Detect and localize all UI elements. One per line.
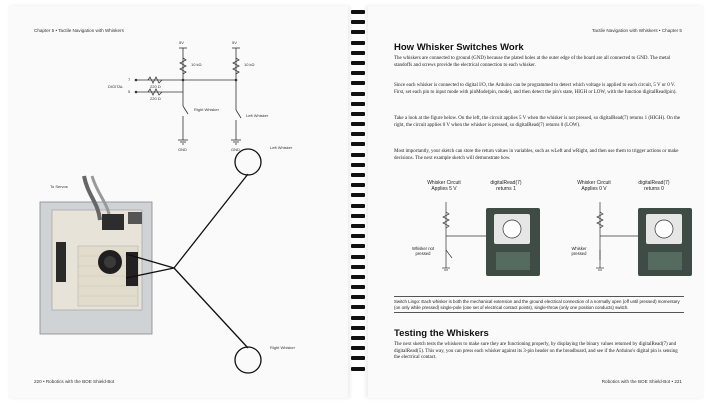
schematic-left-whisker: Left Whisker — [246, 113, 269, 118]
right-page-footer: Robotics with the BOE Shield-Bot • 221 — [601, 379, 682, 384]
fig-left-read: digitalRead(7) returns 1 — [490, 180, 522, 192]
fig-left-title: Whisker Circuit Applies 5 V — [427, 180, 461, 192]
paragraph-4: Most importantly, your sketch can store … — [394, 149, 679, 161]
paragraph-5: The next sketch tests the whiskers to ma… — [394, 342, 678, 361]
schematic-digital-label: DIGITAL — [108, 84, 124, 89]
schematic-220-b: 220 Ω — [150, 96, 161, 101]
whisker-schematic — [134, 47, 242, 145]
left-page-header: Chapter 5 • Tactile Navigation with Whis… — [34, 28, 124, 33]
schematic-10k-left: 10 kΩ — [191, 62, 202, 67]
schematic-gnd-left: GND — [178, 147, 187, 152]
photo-to-servos: To Servos — [50, 184, 68, 189]
paragraph-2: Since each whisker is connected to digit… — [394, 83, 677, 95]
heading-testing-the-whiskers: Testing the Whiskers — [394, 328, 489, 339]
schematic-right-whisker: Right Whisker — [194, 107, 219, 112]
schematic-10k-right: 10 kΩ — [244, 62, 255, 67]
schematic-pin7: 7 — [128, 77, 131, 82]
schematic-220-a: 220 Ω — [150, 84, 161, 89]
photo-left-whisker: Left Whisker — [270, 145, 293, 150]
shield-bot-photo — [39, 148, 262, 374]
spiral-binding — [351, 10, 365, 396]
photo-right-whisker: Right Whisker — [270, 345, 295, 350]
right-page-header: Tactile Navigation with Whiskers • Chapt… — [592, 28, 682, 33]
schematic-5v-left: 5V — [179, 40, 184, 45]
fig-right-title: Whisker Circuit Applies 0 V — [577, 180, 611, 192]
fig-right-read: digitalRead(7) returns 0 — [638, 180, 670, 192]
schematic-gnd-right: GND — [231, 147, 240, 152]
fig-whisker-pressed: Whisker pressed — [571, 246, 587, 256]
whisker-circuit-figure — [442, 202, 692, 276]
fig-whisker-not-pressed: Whisker not pressed — [411, 246, 435, 256]
schematic-5v-right: 5V — [232, 40, 237, 45]
right-page: Tactile Navigation with Whiskers • Chapt… — [368, 6, 704, 398]
schematic-pin5: 5 — [128, 89, 131, 94]
switch-lingo-caption: Switch Lingo: Each whisker is both the m… — [394, 296, 684, 314]
left-page-footer: 220 • Robotics with the BOE Shield-Bot — [34, 379, 115, 384]
paragraph-1: The whiskers are connected to ground (GN… — [394, 56, 671, 68]
heading-how-whisker-switches-work: How Whisker Switches Work — [394, 42, 524, 53]
left-page: Chapter 5 • Tactile Navigation with Whis… — [8, 6, 348, 398]
paragraph-3: Take a look at the figure below. On the … — [394, 116, 681, 128]
